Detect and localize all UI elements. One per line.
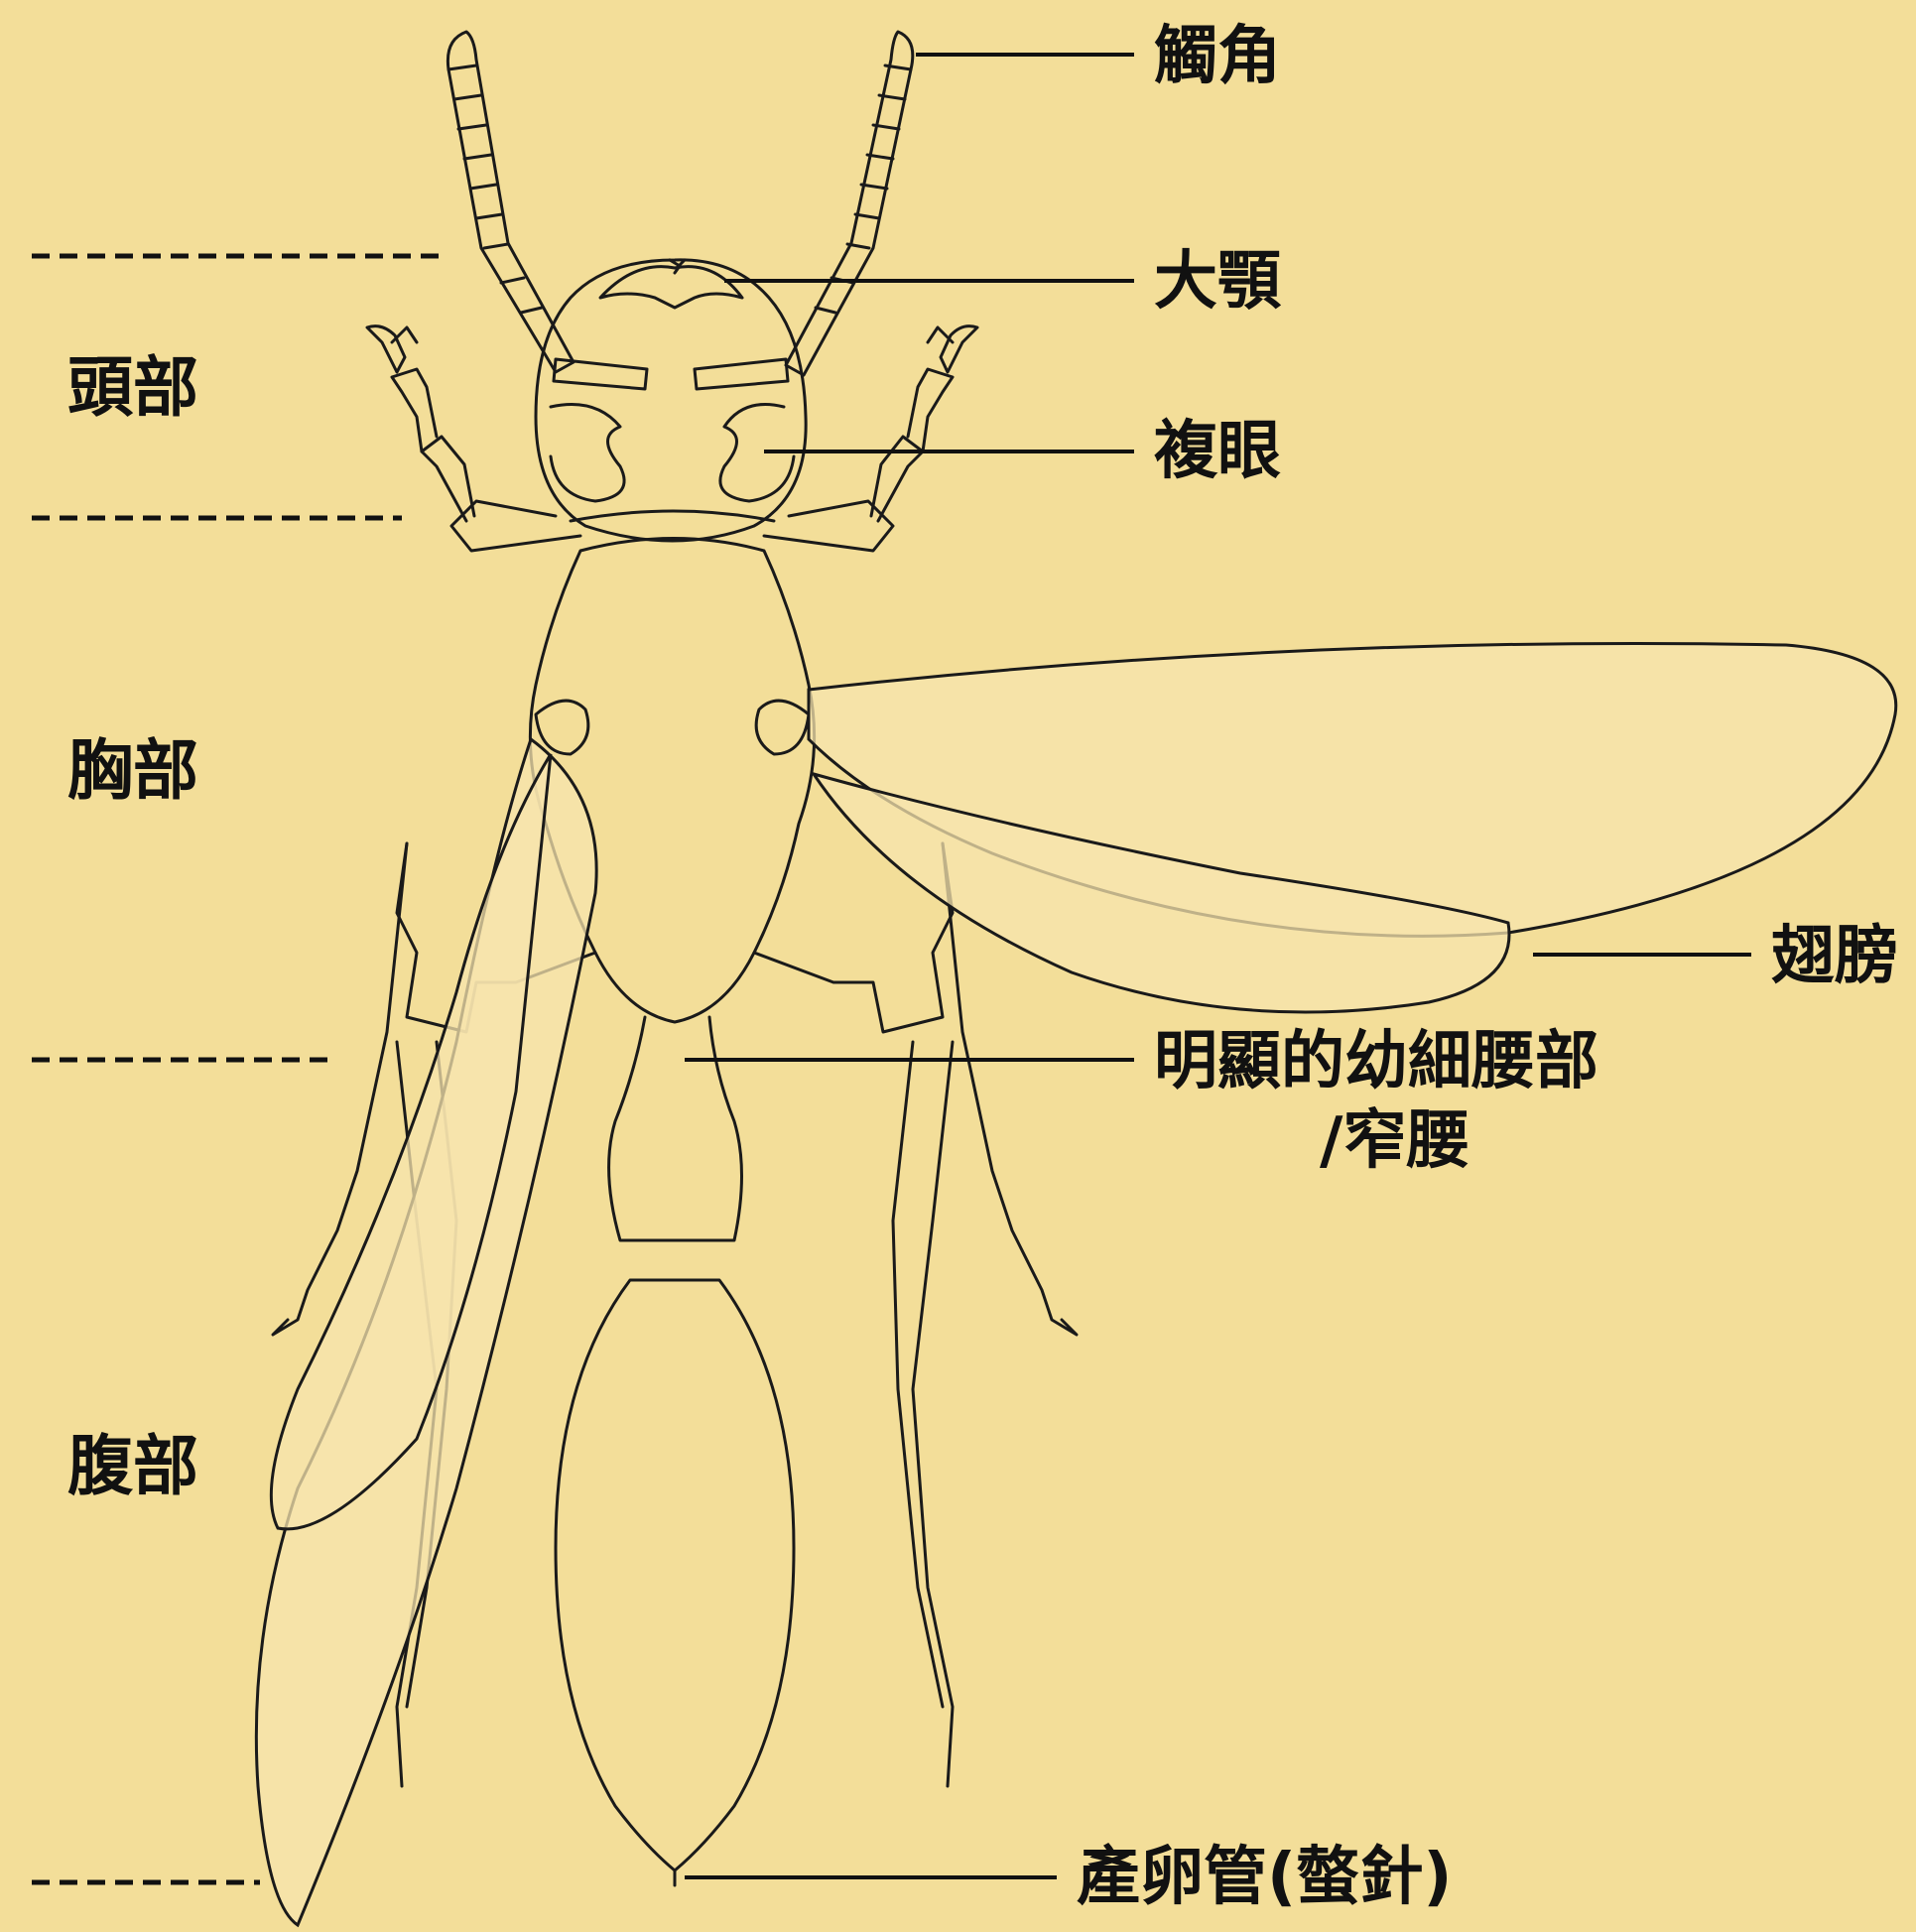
part-label-mandible: 大顎: [1154, 250, 1281, 314]
region-label-thorax: 胸部: [67, 738, 198, 804]
left-wings: [256, 739, 596, 1925]
region-label-head: 頭部: [67, 355, 198, 421]
part-label-wing: 翅膀: [1771, 925, 1898, 988]
part-label-ovipositor: 產卵管(螫針): [1077, 1846, 1453, 1909]
region-label-abdomen: 腹部: [67, 1434, 198, 1499]
part-label-waist-line2: /窄腰: [1320, 1109, 1469, 1173]
gaster: [556, 1280, 794, 1885]
head: [536, 260, 806, 541]
antennae: [447, 32, 912, 375]
petiole: [609, 1017, 742, 1240]
part-label-waist-line1: 明顯的幼細腰部: [1154, 1030, 1598, 1094]
part-label-antenna: 觸角: [1154, 25, 1281, 88]
front-legs: [367, 326, 977, 551]
right-wings: [809, 643, 1896, 1012]
part-label-compound-eye: 複眼: [1154, 420, 1281, 483]
